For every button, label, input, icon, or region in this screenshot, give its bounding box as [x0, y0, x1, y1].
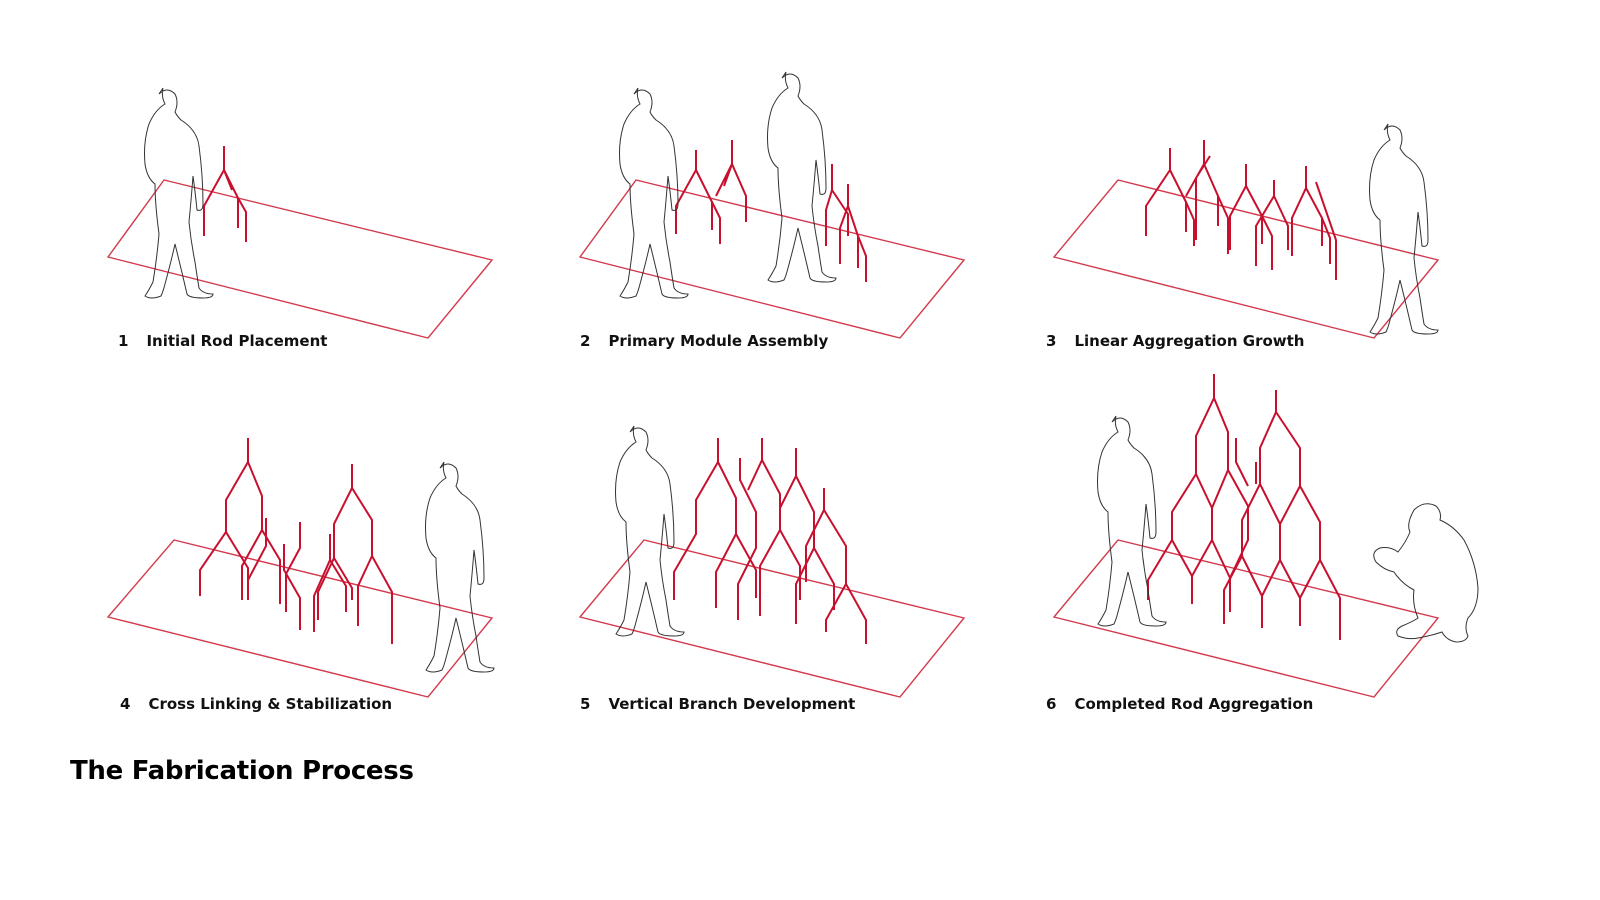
step-number: 1 — [118, 332, 129, 350]
panel-4 — [106, 438, 495, 698]
step-label: Completed Rod Aggregation — [1074, 695, 1314, 713]
rod-cluster — [675, 140, 867, 282]
step-number: 3 — [1046, 332, 1057, 350]
base-plate — [578, 539, 966, 698]
step-caption-4: 4 Cross Linking & Stabilization — [120, 695, 392, 713]
rod-cluster — [203, 146, 247, 242]
step-caption-2: 2 Primary Module Assembly — [580, 332, 828, 350]
rod-cluster — [199, 438, 393, 644]
person-figure — [144, 87, 214, 299]
rod-cluster — [673, 438, 867, 644]
page-title: The Fabrication Process — [70, 756, 414, 786]
step-caption-5: 5 Vertical Branch Development — [580, 695, 855, 713]
step-label: Linear Aggregation Growth — [1074, 332, 1305, 350]
step-number: 4 — [120, 695, 131, 713]
rod-cluster — [1145, 140, 1337, 280]
step-label: Primary Module Assembly — [608, 332, 829, 350]
person-figure — [767, 71, 837, 283]
person-figure — [1373, 503, 1479, 643]
panel-5 — [578, 425, 966, 698]
person-figure — [425, 461, 495, 673]
step-label: Initial Rod Placement — [146, 332, 328, 350]
rod-cluster — [1147, 374, 1341, 640]
person-figure — [1097, 415, 1167, 627]
person-figure — [619, 87, 689, 299]
step-caption-6: 6 Completed Rod Aggregation — [1046, 695, 1313, 713]
panel-3 — [1052, 123, 1440, 339]
base-plate — [1052, 539, 1440, 698]
panel-6 — [1052, 374, 1479, 698]
step-label: Cross Linking & Stabilization — [148, 695, 393, 713]
step-number: 6 — [1046, 695, 1057, 713]
step-number: 2 — [580, 332, 591, 350]
base-plate — [1052, 179, 1440, 339]
step-label: Vertical Branch Development — [608, 695, 856, 713]
step-caption-1: 1 Initial Rod Placement — [118, 332, 327, 350]
step-caption-3: 3 Linear Aggregation Growth — [1046, 332, 1304, 350]
base-plate — [106, 179, 494, 339]
panel-1 — [106, 87, 494, 339]
base-plate — [106, 539, 494, 698]
panel-2 — [578, 71, 966, 339]
step-number: 5 — [580, 695, 591, 713]
base-plate — [578, 179, 966, 339]
person-figure — [615, 425, 685, 637]
